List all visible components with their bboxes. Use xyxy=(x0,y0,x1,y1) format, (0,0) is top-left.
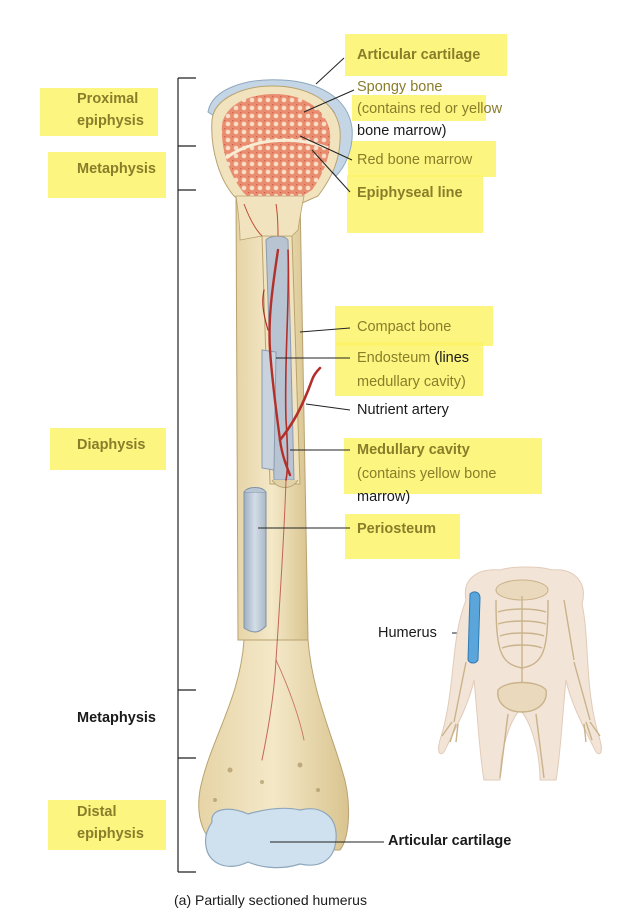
nutrient-artery-vessels xyxy=(261,248,322,761)
label-metaphysis-top: Metaphysis xyxy=(77,161,156,177)
distal-articular-cartilage xyxy=(204,807,337,869)
label-articular-cartilage-top: Articular cartilage xyxy=(357,47,481,63)
label-spongy-bone-3: bone marrow) xyxy=(357,123,447,139)
label-distal-epiphysis-1: Distal xyxy=(77,804,117,820)
highlight-metaphysis-top xyxy=(48,152,166,198)
label-articular-cartilage-bottom: Articular cartilage xyxy=(388,833,512,849)
label-nutrient-artery: Nutrient artery xyxy=(357,402,449,418)
label-distal-epiphysis-2: epiphysis xyxy=(77,826,144,842)
endosteum-flap xyxy=(261,349,277,471)
distal-bone-end xyxy=(198,639,349,851)
label-spongy-bone-2: (contains red or yellow xyxy=(357,101,503,117)
figure-caption: (a) Partially sectioned humerus xyxy=(174,892,367,908)
highlight-epiphyseal-line xyxy=(347,175,483,233)
spongy-bone-region xyxy=(221,94,331,200)
skeleton-inset xyxy=(438,566,602,781)
leader-lines xyxy=(258,57,472,843)
label-medullary-note-1: (contains yellow bone xyxy=(357,466,497,482)
highlight-articular-cartilage xyxy=(345,34,507,76)
highlight-red-bone-marrow xyxy=(348,141,496,177)
label-proximal-epiphysis-1: Proximal xyxy=(77,91,139,107)
label-compact-bone: Compact bone xyxy=(357,319,452,335)
label-medullary-cavity: Medullary cavity xyxy=(357,442,470,458)
highlight-proximal-epiphysis xyxy=(40,88,158,136)
highlight-spongy-bone xyxy=(352,95,486,121)
inset-humerus xyxy=(467,591,481,664)
label-endosteum-note-1: (lines xyxy=(434,350,470,366)
epiphyseal-line-mark xyxy=(225,138,329,160)
highlight-distal-epiphysis xyxy=(48,800,166,850)
highlight-diaphysis xyxy=(50,428,166,470)
region-bracket xyxy=(177,77,196,873)
highlight-endosteum xyxy=(335,342,483,396)
label-endosteum-note-2: medullary cavity) xyxy=(357,374,466,390)
highlight-periosteum xyxy=(345,514,460,559)
label-red-bone-marrow: Red bone marrow xyxy=(357,152,473,168)
label-endosteum-term: Endosteum xyxy=(357,350,431,366)
label-medullary-note-2: marrow) xyxy=(357,489,411,505)
label-epiphyseal-line: Epiphyseal line xyxy=(357,185,463,201)
label-periosteum: Periosteum xyxy=(357,521,436,537)
highlight-compact-bone xyxy=(335,306,493,346)
highlight-medullary-cavity xyxy=(344,438,542,494)
label-metaphysis-bottom: Metaphysis xyxy=(77,710,156,726)
label-diaphysis: Diaphysis xyxy=(77,437,146,453)
periosteum-sleeve xyxy=(243,491,267,633)
label-spongy-bone-1: Spongy bone xyxy=(357,79,443,95)
label-proximal-epiphysis-2: epiphysis xyxy=(77,113,144,129)
label-endosteum: Endosteum (lines xyxy=(357,349,469,368)
label-humerus: Humerus xyxy=(378,625,437,641)
